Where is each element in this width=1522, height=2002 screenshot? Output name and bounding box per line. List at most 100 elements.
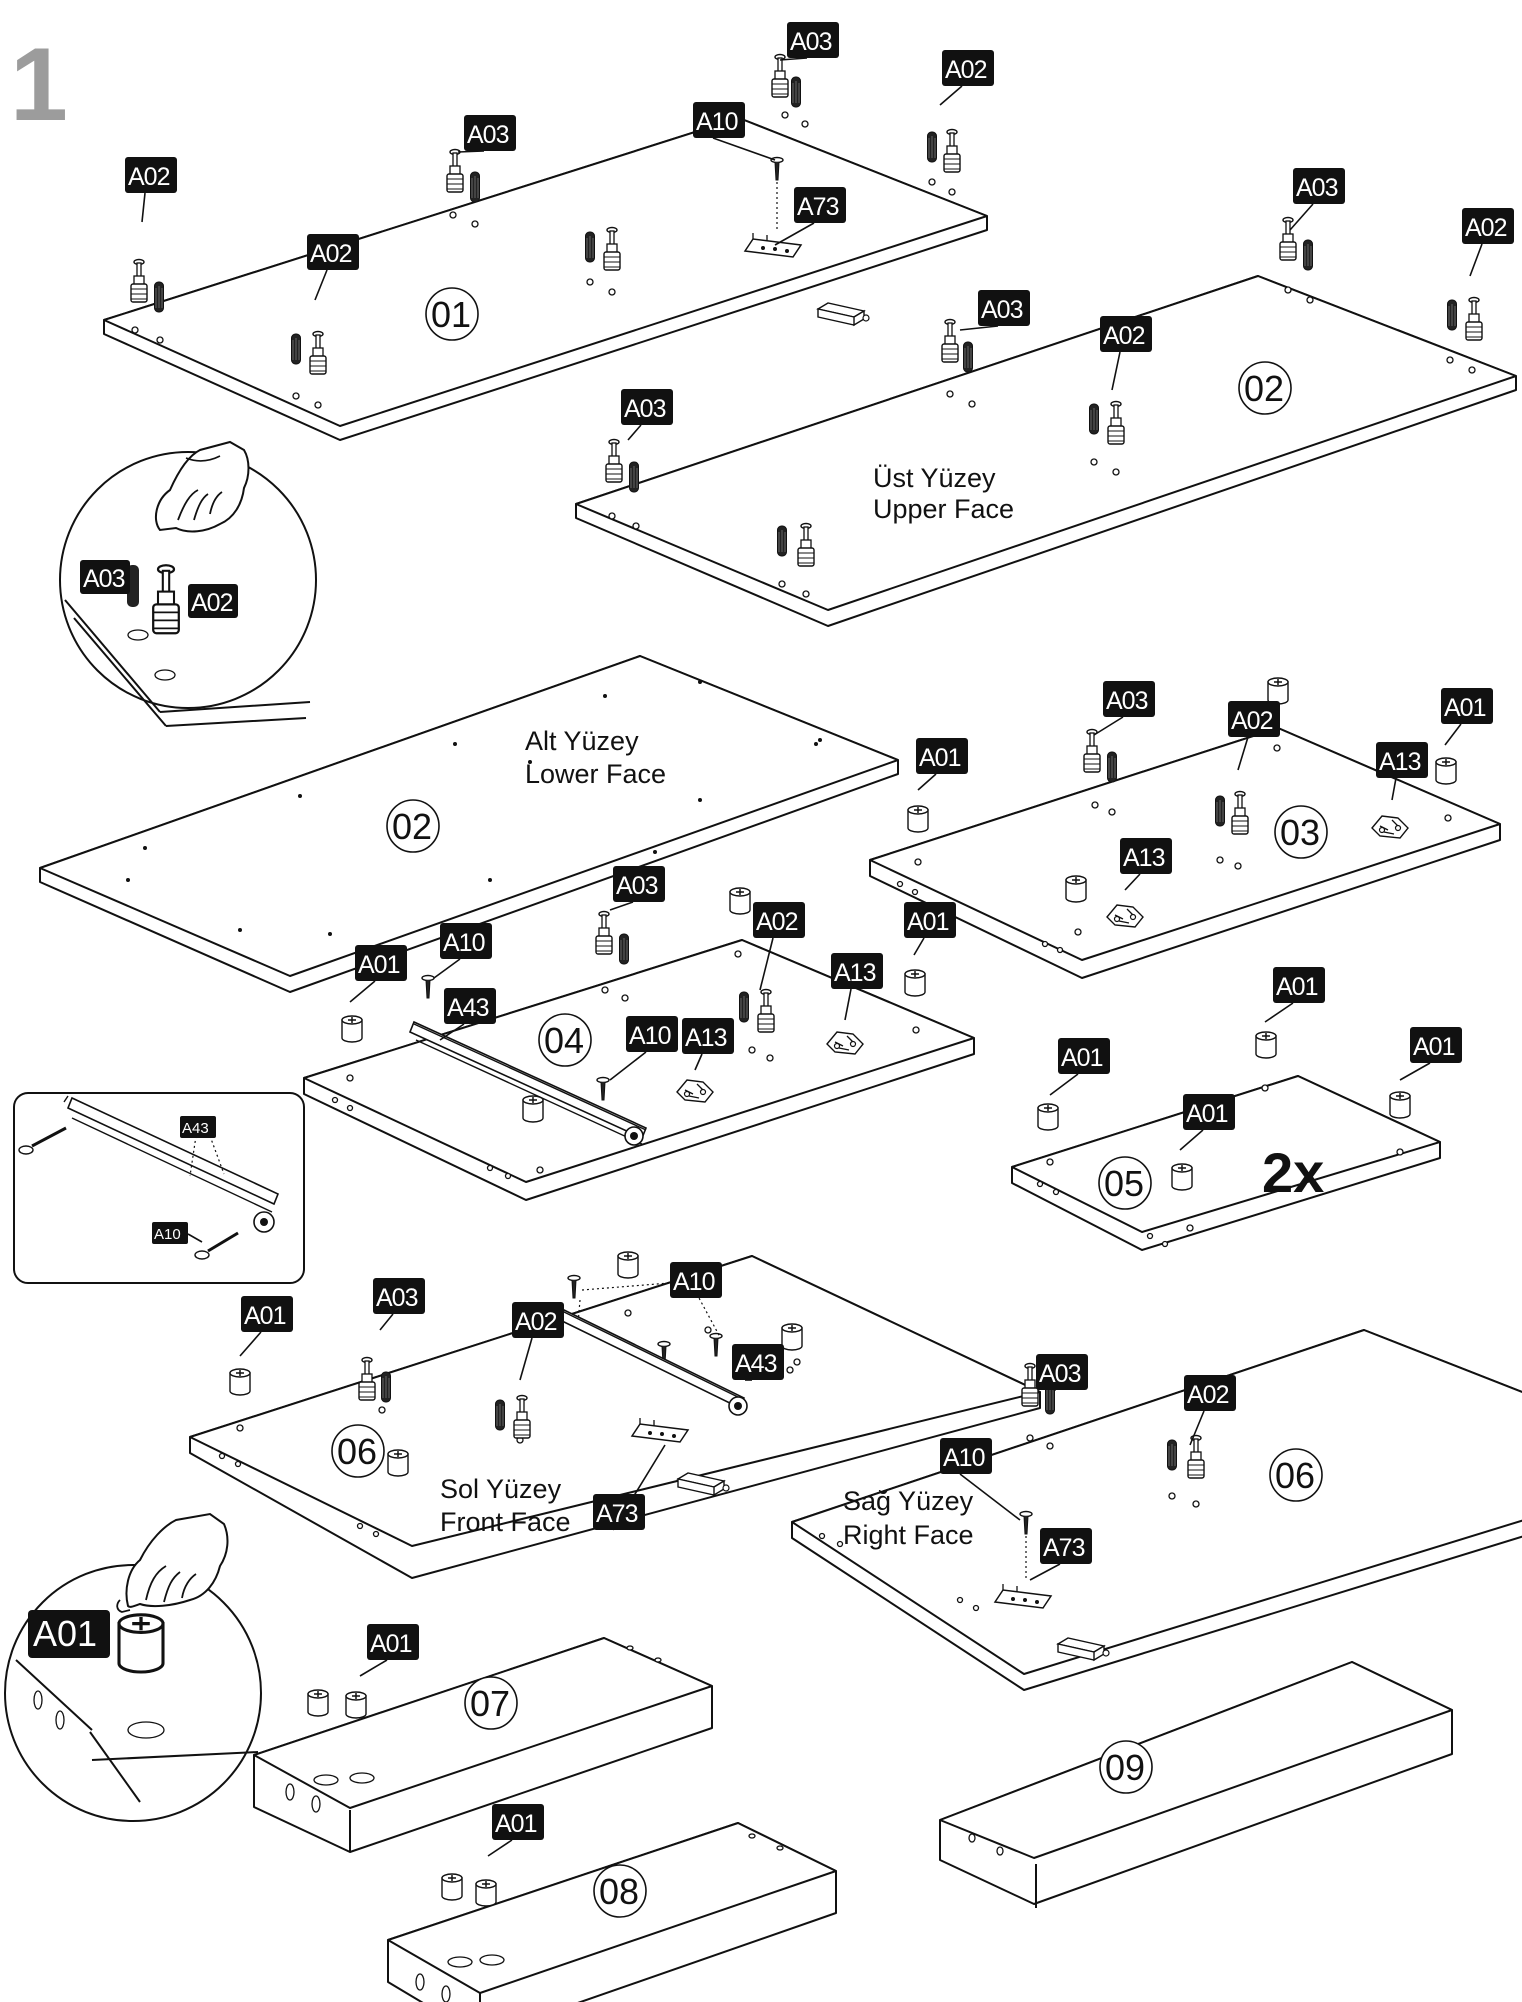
dowel-icon: [963, 341, 973, 373]
part-tag-a03: A03: [464, 115, 516, 151]
svg-text:A01: A01: [1186, 1100, 1228, 1128]
panel-07: 07: [253, 1637, 713, 1853]
cam-lock-icon: [307, 1689, 329, 1717]
part-tag-a01: A01: [241, 1296, 293, 1332]
leader-line: [712, 137, 776, 161]
panel-number-08: 08: [593, 1864, 647, 1918]
leader-line: [774, 222, 815, 246]
part-tag-a03: A03: [1293, 168, 1345, 204]
svg-text:A03: A03: [624, 395, 666, 423]
step-number: 1: [10, 27, 68, 143]
svg-text:02: 02: [1244, 368, 1284, 409]
detail-cam-insertion: A01: [4, 1512, 262, 1822]
svg-text:A02: A02: [945, 56, 987, 84]
dowel-icon: [495, 1399, 505, 1431]
svg-text:A02: A02: [310, 240, 352, 268]
svg-text:A01: A01: [495, 1810, 537, 1838]
cam-lock-icon: [387, 1449, 409, 1477]
leader-line: [609, 1051, 647, 1081]
part-tag-a02: A02: [188, 584, 238, 618]
cam-lock-icon: [229, 1368, 251, 1396]
part-tag-a01: A01: [355, 945, 407, 981]
svg-text:A03: A03: [616, 872, 658, 900]
leader-line: [519, 1337, 533, 1381]
connector-block-icon: [817, 302, 870, 326]
svg-text:A01: A01: [907, 908, 949, 936]
panel-number-09: 09: [1099, 1740, 1153, 1794]
screw-icon: [194, 1231, 239, 1260]
svg-text:A13: A13: [1123, 844, 1165, 872]
lower-face-label-tr: Alt Yüzey: [525, 726, 639, 756]
upper-face-label-en: Upper Face: [873, 494, 1014, 524]
leader-line: [1111, 351, 1121, 391]
svg-text:A10: A10: [443, 929, 485, 957]
leader-line: [939, 85, 963, 106]
svg-text:A03: A03: [376, 1284, 418, 1312]
leader-line: [314, 269, 328, 301]
cam-lock-icon: [781, 1323, 803, 1351]
svg-text:A03: A03: [981, 296, 1023, 324]
drawer-runner-icon: [408, 1020, 648, 1146]
leader-line: [379, 1313, 394, 1331]
leader-line: [457, 150, 485, 153]
svg-text:A01: A01: [1061, 1044, 1103, 1072]
panel-06-left: 06 Sol Yüzey Front Face: [189, 1251, 1041, 1579]
svg-text:A03: A03: [790, 28, 832, 56]
svg-text:A03: A03: [1039, 1360, 1081, 1388]
svg-text:A10: A10: [629, 1022, 671, 1050]
svg-text:A03: A03: [1296, 174, 1338, 202]
svg-text:08: 08: [599, 1871, 639, 1912]
part-tag-a13: A13: [1376, 742, 1428, 778]
part-tag-a01: A01: [1183, 1094, 1235, 1130]
svg-text:A01: A01: [1444, 694, 1486, 722]
cam-bolt-icon: [1021, 1362, 1039, 1407]
cam-lock-icon: [522, 1095, 544, 1123]
leader-line: [433, 958, 461, 979]
part-tag-a01: A01: [1441, 688, 1493, 724]
part-tag-a10: A10: [670, 1262, 722, 1298]
svg-text:A73: A73: [797, 193, 839, 221]
svg-text:A10: A10: [696, 108, 738, 136]
leader-line: [349, 980, 376, 1003]
upper-face-label-tr: Üst Yüzey: [873, 463, 996, 493]
panel-09: 09: [939, 1661, 1453, 1908]
cam-lock-icon: [117, 1613, 165, 1674]
leader-line: [1124, 873, 1141, 891]
leader-line: [239, 1331, 262, 1357]
leader-line: [1189, 1410, 1205, 1446]
cam-lock-icon: [341, 1015, 363, 1043]
svg-text:A13: A13: [834, 959, 876, 987]
svg-text:A02: A02: [128, 163, 170, 191]
cam-bolt-icon: [1465, 296, 1483, 341]
leader-line: [1049, 1073, 1079, 1096]
panel-number-01: 01: [425, 287, 479, 341]
cam-bolt-icon: [446, 148, 464, 193]
svg-text:04: 04: [544, 1020, 584, 1061]
leader-line: [609, 901, 634, 911]
dowel-icon: [619, 933, 629, 965]
cam-lock-icon: [1037, 1103, 1059, 1131]
part-tag-a10-small: A10: [152, 1222, 188, 1244]
leader-line: [779, 57, 808, 61]
svg-text:A43: A43: [735, 1350, 777, 1378]
panel-number-02-lower: 02: [386, 799, 440, 853]
part-tag-a01: A01: [1273, 967, 1325, 1003]
svg-text:A10: A10: [673, 1268, 715, 1296]
cam-lock-icon: [1389, 1091, 1411, 1119]
part-tag-a10: A10: [626, 1016, 678, 1052]
detail-runner-box: A43 A10: [13, 1092, 305, 1284]
dowel-icon: [777, 525, 787, 557]
part-tag-a10: A10: [440, 923, 492, 959]
screw-icon: [421, 974, 435, 999]
dowel-icon: [1107, 751, 1117, 783]
cam-lock-icon: [441, 1873, 463, 1901]
leader-line: [844, 988, 852, 1021]
svg-text:A02: A02: [1231, 707, 1273, 735]
leader-line: [959, 325, 999, 331]
panel-05: 05 2x: [1011, 1031, 1441, 1251]
svg-text:A73: A73: [596, 1500, 638, 1528]
panel-number-06-left: 06: [331, 1424, 385, 1478]
dowel-icon: [1089, 403, 1099, 435]
leader-line: [1093, 716, 1124, 736]
svg-text:A02: A02: [1103, 322, 1145, 350]
